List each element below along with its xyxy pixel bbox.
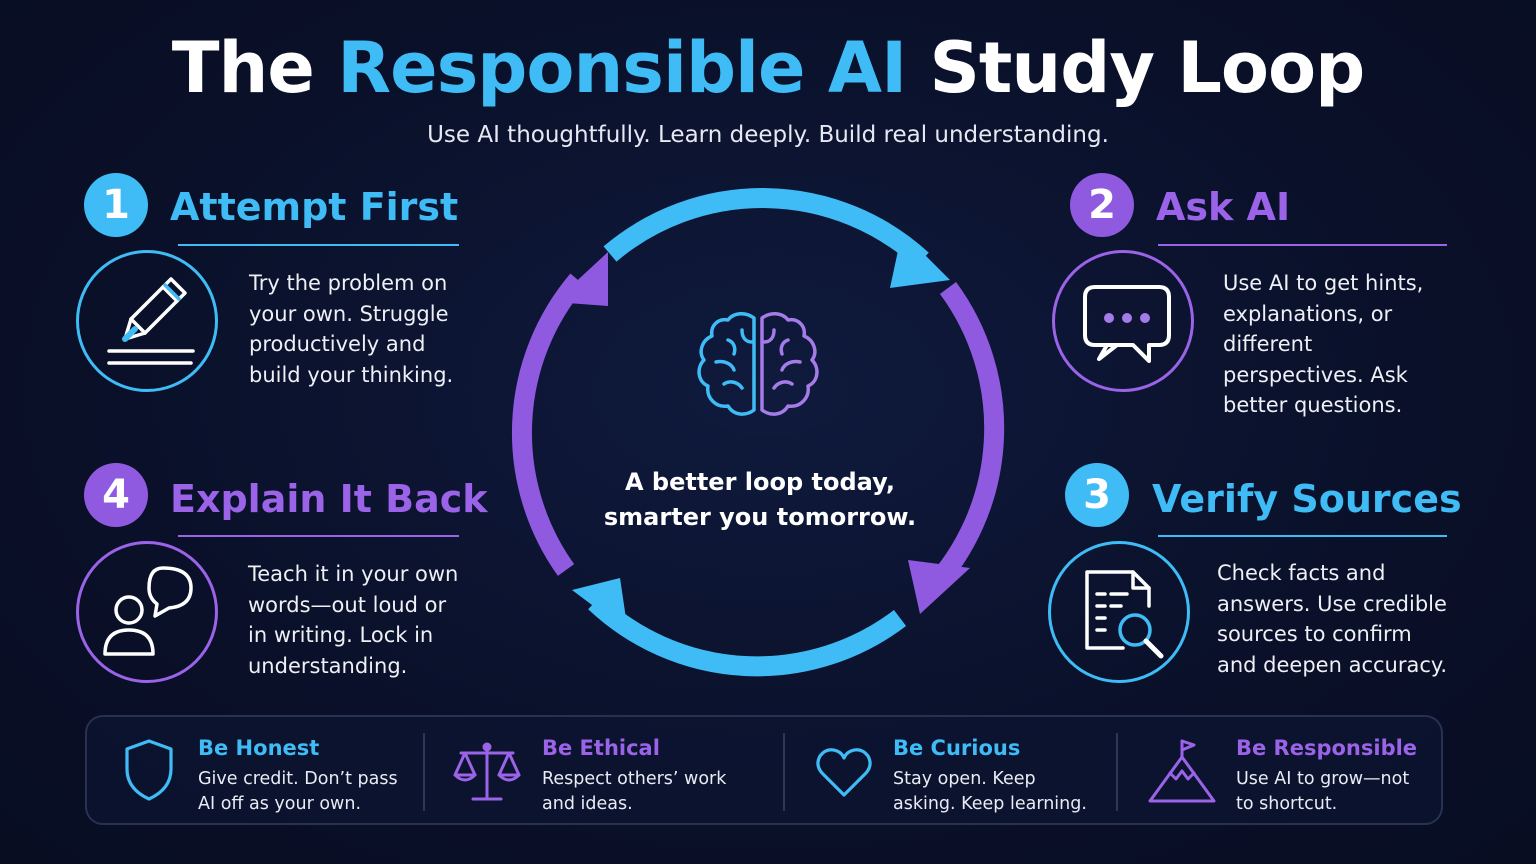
- value-be-curious: Be Curious Stay open. Keep asking. Keep …: [785, 717, 1117, 823]
- step-divider: [1158, 244, 1447, 246]
- arrowhead-right: [908, 560, 970, 614]
- step-title: Attempt First: [170, 185, 459, 229]
- scales-icon: [453, 742, 521, 801]
- value-separator: [783, 733, 785, 811]
- arrowhead-left: [554, 252, 608, 306]
- step-icon-ring: [1052, 250, 1194, 392]
- chat-bubble-icon: [1083, 285, 1171, 363]
- step-description: Check facts and answers. Use credible so…: [1217, 561, 1448, 677]
- value-description: Give credit. Don’t pass AI off as your o…: [198, 769, 398, 814]
- step-divider: [1158, 535, 1447, 537]
- center-caption: A better loop today, smarter you tomorro…: [560, 465, 960, 535]
- value-description: Stay open. Keep asking. Keep learning.: [893, 769, 1087, 814]
- step-number-badge: 2: [1070, 173, 1134, 237]
- shield-icon: [125, 739, 173, 801]
- step-title: Explain It Back: [170, 477, 488, 521]
- loop-arc-right: [922, 282, 1005, 597]
- person-speech-icon: [103, 566, 193, 656]
- step-title: Ask AI: [1156, 185, 1291, 229]
- value-title: Be Responsible: [1236, 736, 1418, 760]
- step-icon-ring: [76, 250, 218, 392]
- step-divider: [178, 244, 459, 246]
- step-divider: [178, 535, 459, 537]
- step-icon-ring: [76, 541, 218, 683]
- value-description: Use AI to grow—not to shortcut.: [1236, 769, 1410, 814]
- study-loop-diagram: [511, 188, 1005, 677]
- value-separator: [423, 733, 425, 811]
- step-number-badge: 1: [84, 173, 148, 237]
- step-description: Try the problem on your own. Struggle pr…: [249, 271, 454, 387]
- title-accent: Responsible AI: [337, 27, 907, 109]
- page-subtitle: Use AI thoughtfully. Learn deeply. Build…: [427, 122, 1109, 148]
- title-part2: Study Loop: [906, 27, 1365, 109]
- value-title: Be Ethical: [542, 736, 660, 760]
- title-part1: The: [171, 27, 338, 109]
- loop-arc-bottom: [588, 594, 907, 677]
- heart-icon: [816, 748, 872, 797]
- arrowhead-bottom: [572, 578, 628, 632]
- value-separator: [1116, 733, 1118, 811]
- mountain-flag-icon: [1148, 739, 1216, 803]
- document-search-icon: [1085, 570, 1164, 659]
- value-be-honest: Be Honest Give credit. Don’t pass AI off…: [87, 717, 423, 823]
- step-icon-ring: [1048, 541, 1190, 683]
- loop-arc-left: [511, 273, 586, 576]
- center-caption-line2: smarter you tomorrow.: [603, 503, 917, 531]
- step-number-badge: 3: [1065, 463, 1129, 527]
- center-caption-line1: A better loop today,: [624, 468, 896, 496]
- pencil-icon: [107, 277, 195, 365]
- step-description: Teach it in your own words—out loud or i…: [248, 562, 459, 678]
- page-title: The Responsible AI Study Loop: [0, 26, 1536, 110]
- value-title: Be Curious: [893, 736, 1021, 760]
- brain-icon: [697, 312, 819, 416]
- loop-arc-top: [603, 188, 929, 268]
- value-title: Be Honest: [198, 736, 320, 760]
- step-description: Use AI to get hints, explanations, or di…: [1223, 271, 1424, 417]
- step-number-badge: 4: [84, 463, 148, 527]
- value-be-responsible: Be Responsible Use AI to grow—not to sho…: [1118, 717, 1441, 823]
- arrowhead-top: [890, 232, 950, 288]
- step-title: Verify Sources: [1152, 477, 1462, 521]
- value-description: Respect others’ work and ideas.: [542, 769, 727, 814]
- values-bar: Be Honest Give credit. Don’t pass AI off…: [85, 715, 1443, 825]
- value-be-ethical: Be Ethical Respect others’ work and idea…: [425, 717, 783, 823]
